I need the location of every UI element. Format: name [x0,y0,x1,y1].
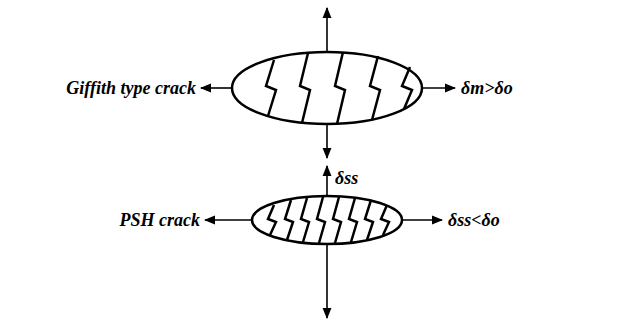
stress-arrow [201,87,232,89]
stress-arrow [326,124,328,158]
stress-arrow [205,219,252,221]
stress-arrows [201,8,455,318]
stress-arrow [402,219,442,221]
crack-type-label: Giffith type crack [66,77,196,99]
crack-ellipse [232,52,422,124]
stress-label: δss [335,167,358,189]
bridge-zigzag [402,67,412,109]
crack-type-label: PSH crack [120,209,201,231]
stress-arrow [326,166,328,196]
bridge-zigzag [349,198,357,242]
psh-crack [252,196,402,244]
bridge-zigzag [317,197,325,243]
bridge-zigzag [301,198,309,242]
crack-ellipse [252,196,402,244]
griffith-crack [232,52,422,124]
bridge-zigzag [335,52,345,124]
bridge-zigzag [333,197,341,243]
bridge-zigzag [268,205,276,235]
bridge-zigzag [266,60,276,116]
bridge-zigzag [370,56,380,120]
stress-label: δm>δo [461,77,513,99]
stress-label: δss<δo [448,209,500,231]
stress-arrow [326,8,328,52]
bridge-zigzag [381,205,389,235]
bridge-zigzag [285,200,293,240]
stress-arrow [326,244,328,318]
bridge-zigzag [300,53,310,123]
bridge-zigzag [365,200,373,240]
stress-arrow [422,87,455,89]
